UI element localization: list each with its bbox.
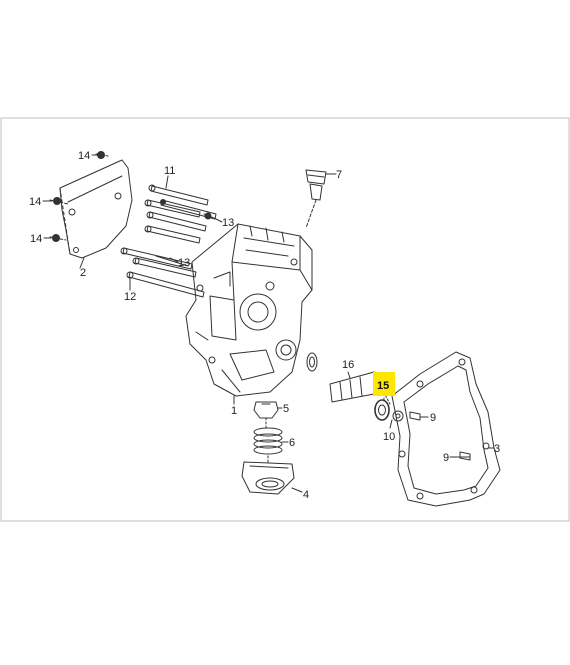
callout-9: 9 (443, 452, 449, 464)
callout-12: 12 (124, 291, 136, 303)
callout-2: 2 (80, 267, 86, 279)
callout-6: 6 (289, 437, 295, 449)
part-11-13-12-bolts (120, 184, 217, 298)
callout-7: 7 (336, 169, 342, 181)
part-2-side-plate (59, 159, 133, 259)
diagram-border (0, 117, 570, 522)
part-4-strainer (241, 461, 295, 495)
leader-lines (42, 154, 495, 493)
part-3-gasket (391, 351, 501, 507)
callout-16: 16 (342, 359, 354, 371)
part-15-seal (374, 399, 390, 421)
part-9-dowels (409, 411, 471, 461)
part-7-oil-plug (305, 169, 327, 229)
callout-11: 11 (164, 165, 175, 177)
callout-3: 3 (494, 443, 500, 455)
part-1-crankcase (185, 223, 313, 397)
highlight-box-15 (373, 372, 395, 396)
oil-seal (306, 352, 318, 372)
callout-10: 10 (383, 431, 395, 443)
part-6-spring (253, 427, 283, 465)
callout-14: 14 (78, 150, 90, 162)
part-14-screws (49, 151, 109, 242)
callout-4: 4 (303, 489, 309, 501)
callout-13: 13 (222, 217, 234, 229)
callout-14: 14 (29, 196, 41, 208)
callout-14: 14 (30, 233, 42, 245)
callout-13: 13 (178, 257, 190, 269)
callout-labels: 14 14 14 2 11 13 13 12 7 1 16 15 5 6 4 9… (29, 150, 500, 501)
callout-9: 9 (430, 412, 436, 424)
callout-15: 15 (377, 380, 389, 392)
callout-1: 1 (231, 405, 237, 417)
callout-5: 5 (283, 403, 289, 415)
